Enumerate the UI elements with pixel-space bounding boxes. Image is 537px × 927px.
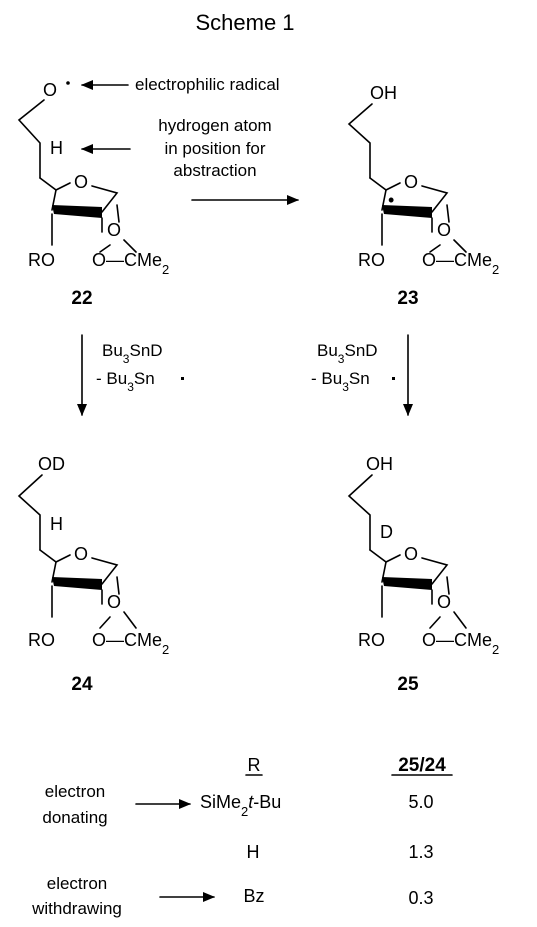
row1-ratio: 5.0 bbox=[408, 792, 433, 812]
ring-oxygen-25: O bbox=[404, 544, 418, 564]
acetal-24: O—CMe2 bbox=[92, 630, 169, 657]
acetal-22: O—CMe2 bbox=[92, 250, 169, 277]
row3-desc-line1: electron bbox=[47, 874, 107, 893]
annotation-h-line3: abstraction bbox=[173, 161, 256, 180]
scheme-title: Scheme 1 bbox=[195, 10, 294, 35]
h-atom-24: H bbox=[50, 514, 63, 534]
ro-25: RO bbox=[358, 630, 385, 650]
acetal-23: O—CMe2 bbox=[422, 250, 499, 277]
reagent-right-line1: Bu3SnD bbox=[317, 341, 378, 366]
label-24: 24 bbox=[71, 674, 93, 695]
annotation-radical: electrophilic radical bbox=[135, 75, 280, 94]
reagent-left-line1: Bu3SnD bbox=[102, 341, 163, 366]
compound-22: O H O O RO O—CMe2 22 bbox=[17, 80, 169, 309]
ratio-table: R 25/24 electron donating SiMe2t-Bu 5.0 … bbox=[31, 755, 453, 918]
compound-24: OD H O O RO O—CMe2 24 bbox=[17, 454, 169, 695]
ring-o2-22: O bbox=[107, 220, 121, 240]
row2-ratio: 1.3 bbox=[408, 842, 433, 862]
label-22: 22 bbox=[71, 288, 92, 309]
ring-o2-23: O bbox=[437, 220, 451, 240]
row1-substituent: SiMe2t-Bu bbox=[200, 792, 281, 819]
d-atom-25: D bbox=[380, 522, 393, 542]
ro-23: RO bbox=[358, 250, 385, 270]
row2-substituent: H bbox=[247, 842, 260, 862]
row3-ratio: 0.3 bbox=[408, 888, 433, 908]
row3-substituent: Bz bbox=[243, 886, 264, 906]
ro-22: RO bbox=[28, 250, 55, 270]
label-25: 25 bbox=[397, 674, 419, 695]
row1-desc-line1: electron bbox=[45, 782, 105, 801]
radical-marker-right bbox=[392, 377, 395, 380]
compound-23: OH • O O RO O—CMe2 23 bbox=[347, 83, 499, 309]
label-23: 23 bbox=[397, 288, 418, 309]
ro-24: RO bbox=[28, 630, 55, 650]
ring-o2-25: O bbox=[437, 592, 451, 612]
reagent-left-line2: - Bu3Sn bbox=[96, 369, 155, 394]
ring-oxygen-24: O bbox=[74, 544, 88, 564]
top-group-24: OD bbox=[38, 454, 65, 474]
radical-marker-left bbox=[181, 377, 184, 380]
table-header-ratio: 25/24 bbox=[398, 755, 446, 776]
acetal-25: O—CMe2 bbox=[422, 630, 499, 657]
reagent-right-line2: - Bu3Sn bbox=[311, 369, 370, 394]
top-group-22: O bbox=[43, 80, 57, 100]
annotation-h-line1: hydrogen atom bbox=[158, 116, 271, 135]
annotation-h-line2: in position for bbox=[164, 139, 265, 158]
table-header-r: R bbox=[248, 755, 261, 775]
h-atom-22: H bbox=[50, 138, 63, 158]
compound-25: OH D O O RO O—CMe2 25 bbox=[347, 454, 499, 695]
ring-o2-24: O bbox=[107, 592, 121, 612]
ring-oxygen-22: O bbox=[74, 172, 88, 192]
top-group-25: OH bbox=[366, 454, 393, 474]
top-group-23: OH bbox=[370, 83, 397, 103]
radical-dot-23: • bbox=[388, 190, 394, 210]
row3-desc-line2: withdrawing bbox=[31, 899, 122, 918]
radical-dot-22 bbox=[66, 81, 70, 85]
ring-oxygen-23: O bbox=[404, 172, 418, 192]
row1-desc-line2: donating bbox=[42, 808, 107, 827]
